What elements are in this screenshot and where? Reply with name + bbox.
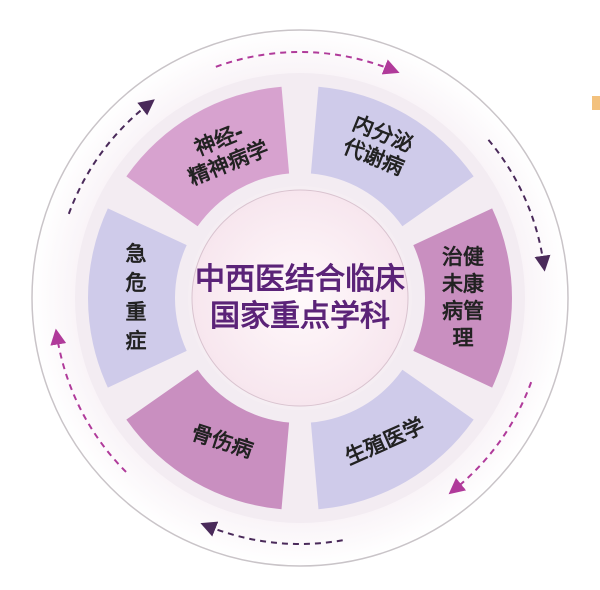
cycle-arrow bbox=[487, 139, 551, 272]
segment-preventive-care bbox=[413, 208, 512, 388]
cycle-arrow bbox=[215, 51, 400, 75]
cycle-arrow bbox=[448, 381, 533, 495]
center-title-line: 国家重点学科 bbox=[210, 299, 390, 334]
label-line: 重 bbox=[125, 300, 147, 324]
center-title: 中西医结合临床 国家重点学科 bbox=[195, 261, 405, 335]
segment-endocrine-metabolic bbox=[310, 86, 474, 227]
segment-neuro-psychiatry bbox=[126, 86, 290, 227]
label-line: 危 bbox=[125, 271, 147, 295]
cycle-arrow bbox=[67, 99, 155, 215]
cycle-arrow bbox=[200, 521, 343, 545]
segment-reproductive-medicine bbox=[310, 369, 474, 510]
label-line: 症 bbox=[125, 329, 147, 353]
cycle-arrow bbox=[50, 328, 127, 473]
cropped-corner-mark bbox=[592, 96, 600, 110]
label-line: 治健 bbox=[442, 245, 484, 269]
label-line: 未康 bbox=[442, 272, 484, 296]
segment-orthopedic-trauma bbox=[126, 369, 290, 510]
segment-label-critical-care: 急 危 重 症 bbox=[126, 240, 147, 356]
segment-label-preventive-care: 治健 未康 病管 理 bbox=[442, 244, 484, 352]
segment-critical-care bbox=[87, 208, 187, 388]
label-line: 急 bbox=[125, 242, 147, 266]
center-title-line: 中西医结合临床 bbox=[195, 262, 405, 297]
center-circle bbox=[191, 189, 409, 407]
label-line: 理 bbox=[452, 326, 474, 350]
label-line: 病管 bbox=[442, 299, 484, 323]
